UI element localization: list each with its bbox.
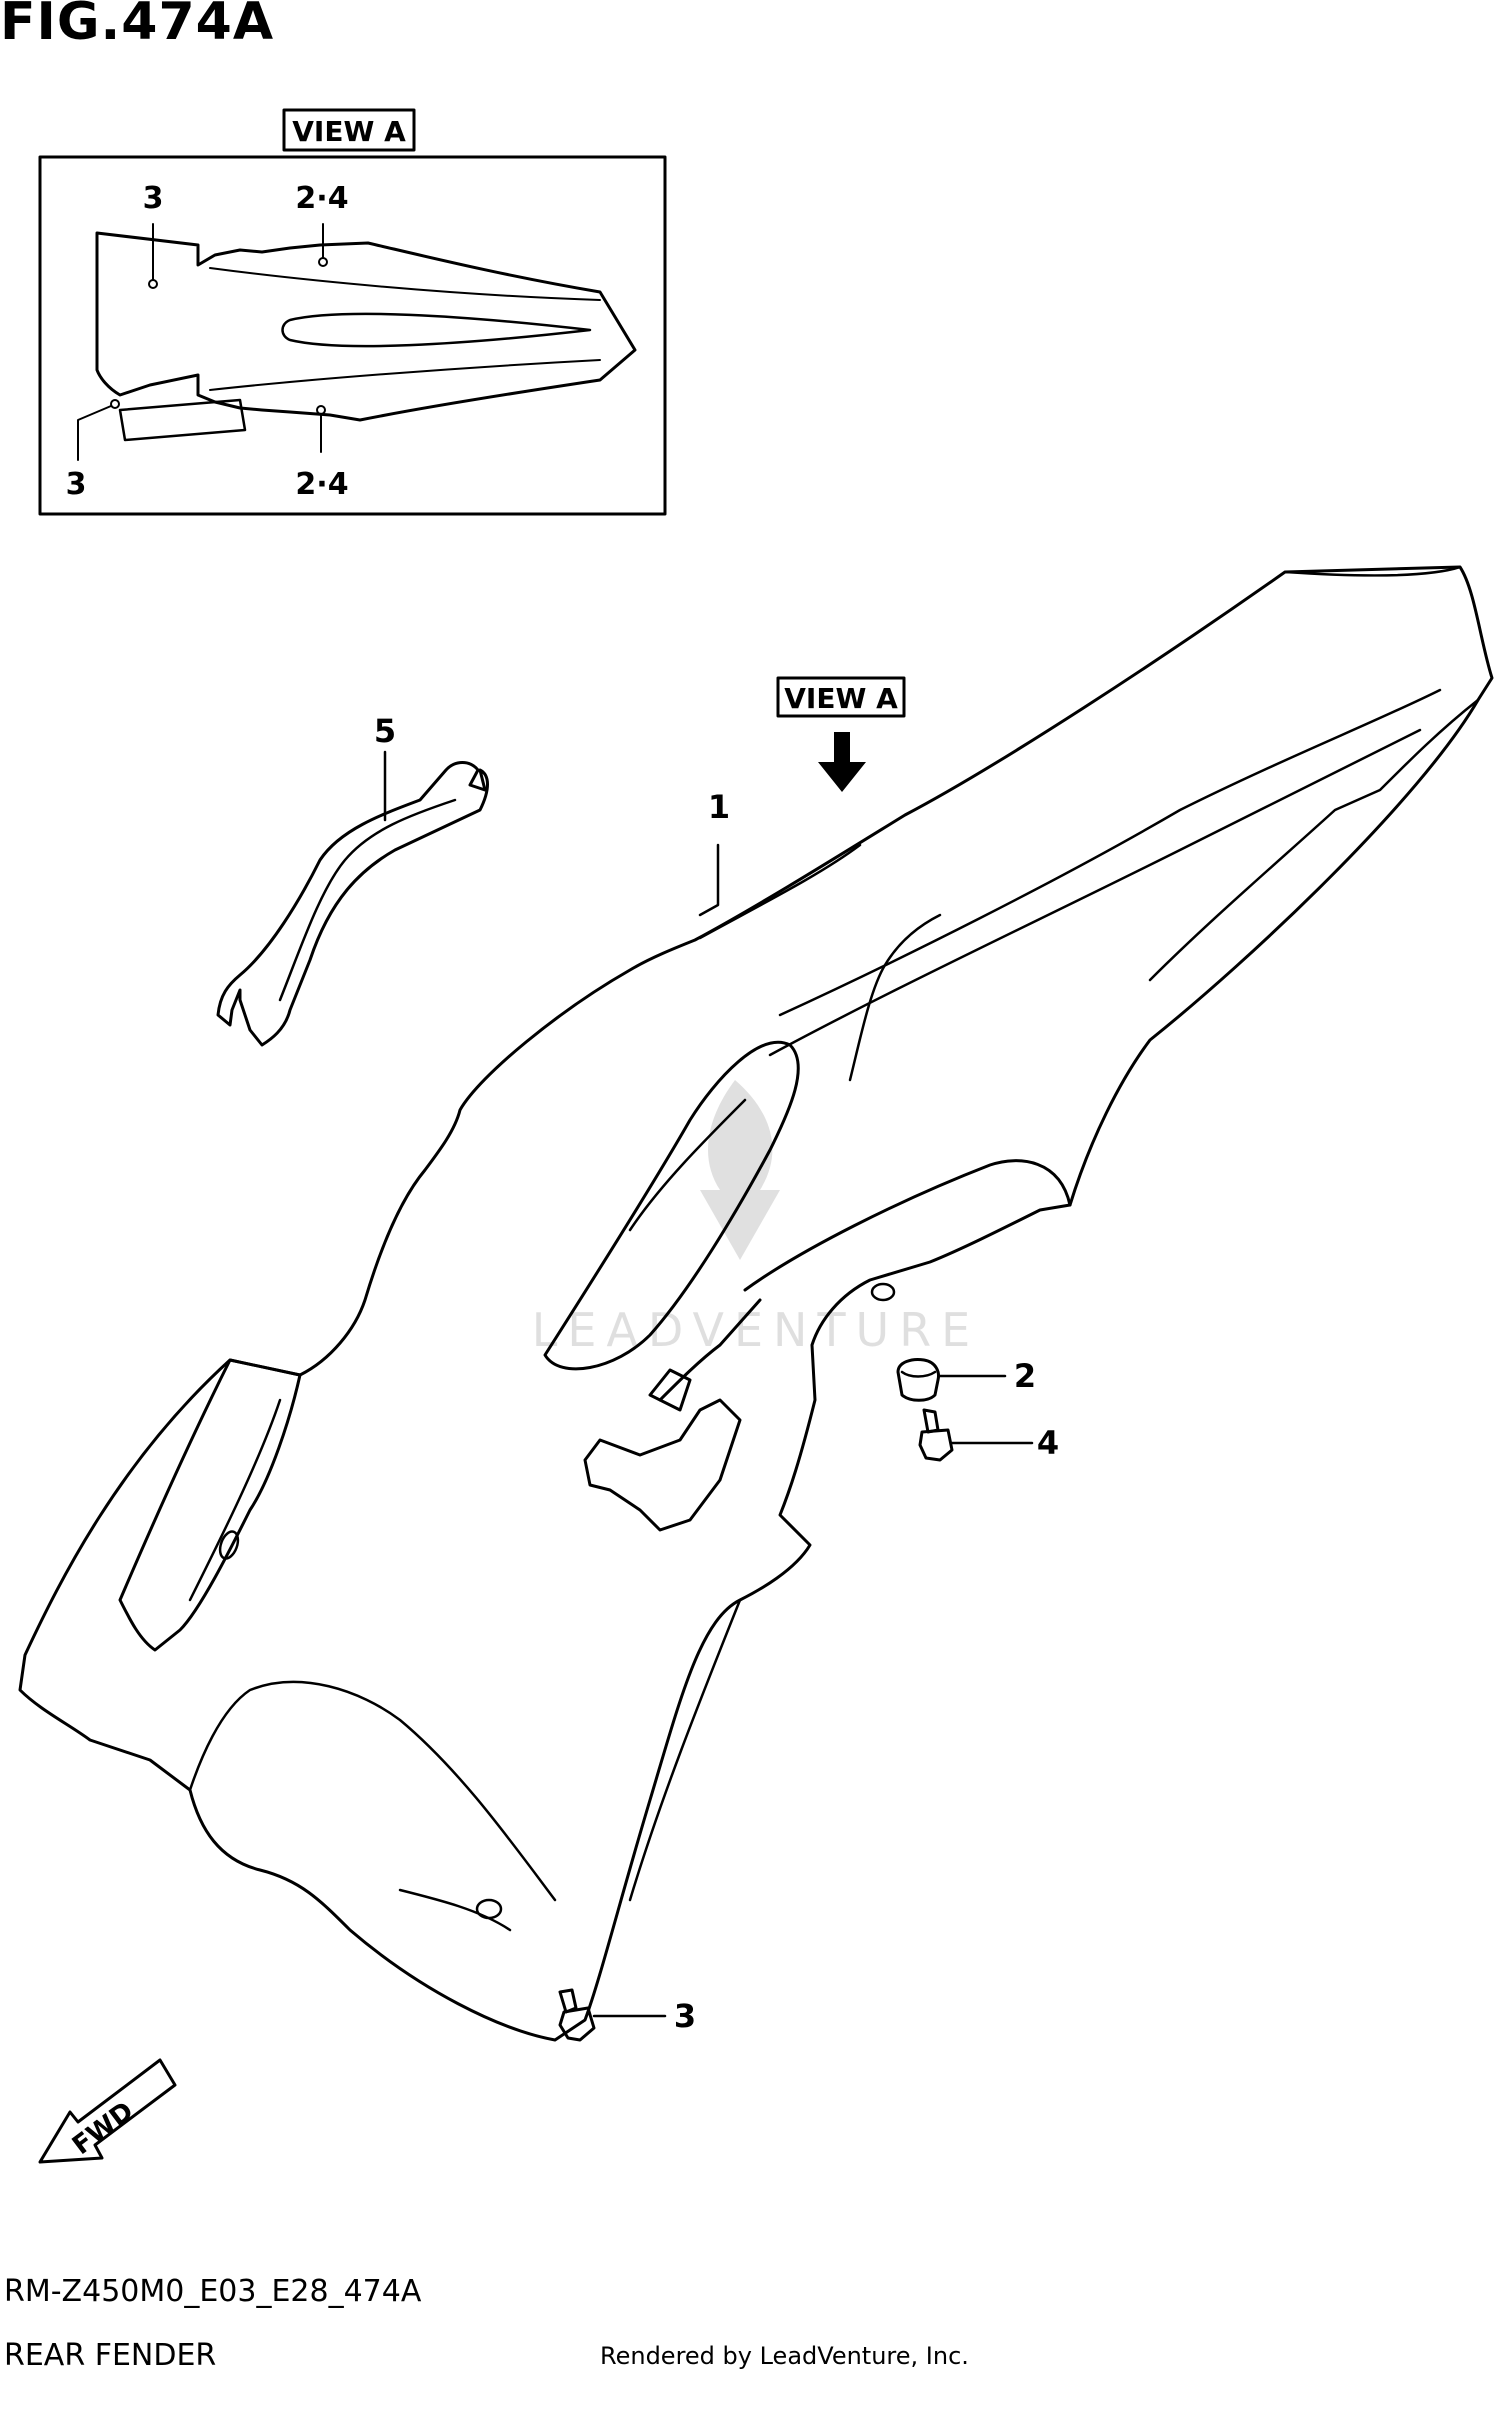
fwd-label: FWD [67,2096,139,2161]
hardware-nut-2 [896,1358,940,1402]
fender-side-panel [118,1358,302,1652]
inset-callout: 3 [143,181,164,216]
fender-crease-line [768,728,1422,1057]
view-a-label-box [776,676,906,718]
fender-mount-hole [870,1282,896,1302]
hardware-bolt-4 [918,1408,954,1462]
inset-bolt-point [110,399,120,409]
callout-leaders [383,750,1034,2018]
fender-inner-bracket [648,1368,692,1412]
rear-fender-part [18,565,1494,2042]
nut-body [896,1358,940,1402]
inset-callout: 2·4 [295,467,348,502]
inset-side-tab [118,398,247,442]
fender-inner-bracket [743,1159,1072,1292]
inset-frame [38,155,667,516]
inset-callout: 2·4 [295,181,348,216]
fender-mount-hole [218,1530,240,1560]
inset-bolt-point [318,257,328,267]
bracket-inner-line [278,798,457,1002]
fender-ridge-line [1148,698,1480,982]
inset-fender-centre-slot [281,312,592,348]
fender-mount-hole [475,1898,503,1920]
bolt-shank [922,1408,940,1434]
watermark-text: LEADVENTURE [532,1303,981,1357]
callout-part-5: 5 [374,712,396,750]
callout-part-4: 4 [1037,1424,1059,1462]
fender-inner-bracket [583,1398,742,1532]
fender-lower-panel [398,1888,512,1932]
view-a-indicator: VIEW A [776,676,906,792]
inset-bolt-point [148,279,158,289]
bolt-shank [558,1988,578,2014]
inset-fender-inner-line-bottom [209,359,601,391]
figure-title: FIG.474A [0,0,275,52]
view-a-arrow [818,732,866,792]
inset-fender-outline [95,231,637,422]
bracket-part-5 [216,761,489,1047]
bolt-head [558,2006,596,2042]
hardware-bolt-3 [558,1988,596,2042]
inset-fender-inner-line-top [209,267,601,301]
bolt-head [918,1428,954,1462]
fender-side-panel-line [188,1398,282,1602]
fender-inner-bracket [658,1298,762,1402]
callout-part-3: 3 [674,1997,696,2035]
inset-view-label: VIEW A [292,115,406,148]
fender-lower-panel [188,1680,557,1902]
leader-part-1 [698,843,720,917]
watermark: LEADVENTURE [532,1080,981,1357]
bracket-outline [216,761,489,1047]
view-a-label: VIEW A [784,682,898,715]
fender-scoop-oval [543,1040,800,1371]
watermark-logo-icon [700,1080,780,1260]
callout-part-2: 2 [1014,1357,1036,1395]
fender-lower-panel [628,1598,742,1902]
diagram-name: REAR FENDER [4,2338,217,2373]
inset-bolt-point [316,405,326,415]
callout-part-1: 1 [708,788,730,826]
inset-leader [77,405,112,461]
fender-crease-line [848,913,942,1082]
inset-view-label-box [282,108,416,152]
fender-crease-line [778,688,1442,1017]
diagram-code: RM-Z450M0_E03_E28_474A [4,2274,422,2309]
view-a-inset: VIEW A 3 2·4 3 2·4 [38,108,667,516]
fender-ridge-line [698,843,862,940]
nut-top [900,1370,937,1378]
fender-ridge-line [1283,565,1462,577]
fender-outline [18,565,1494,2042]
inset-callout: 3 [66,467,87,502]
fwd-arrow-icon: FWD [38,2058,177,2164]
fwd-arrow-shape [38,2058,177,2164]
render-credit: Rendered by LeadVenture, Inc. [600,2342,969,2370]
fender-scoop-inner [628,1098,747,1232]
